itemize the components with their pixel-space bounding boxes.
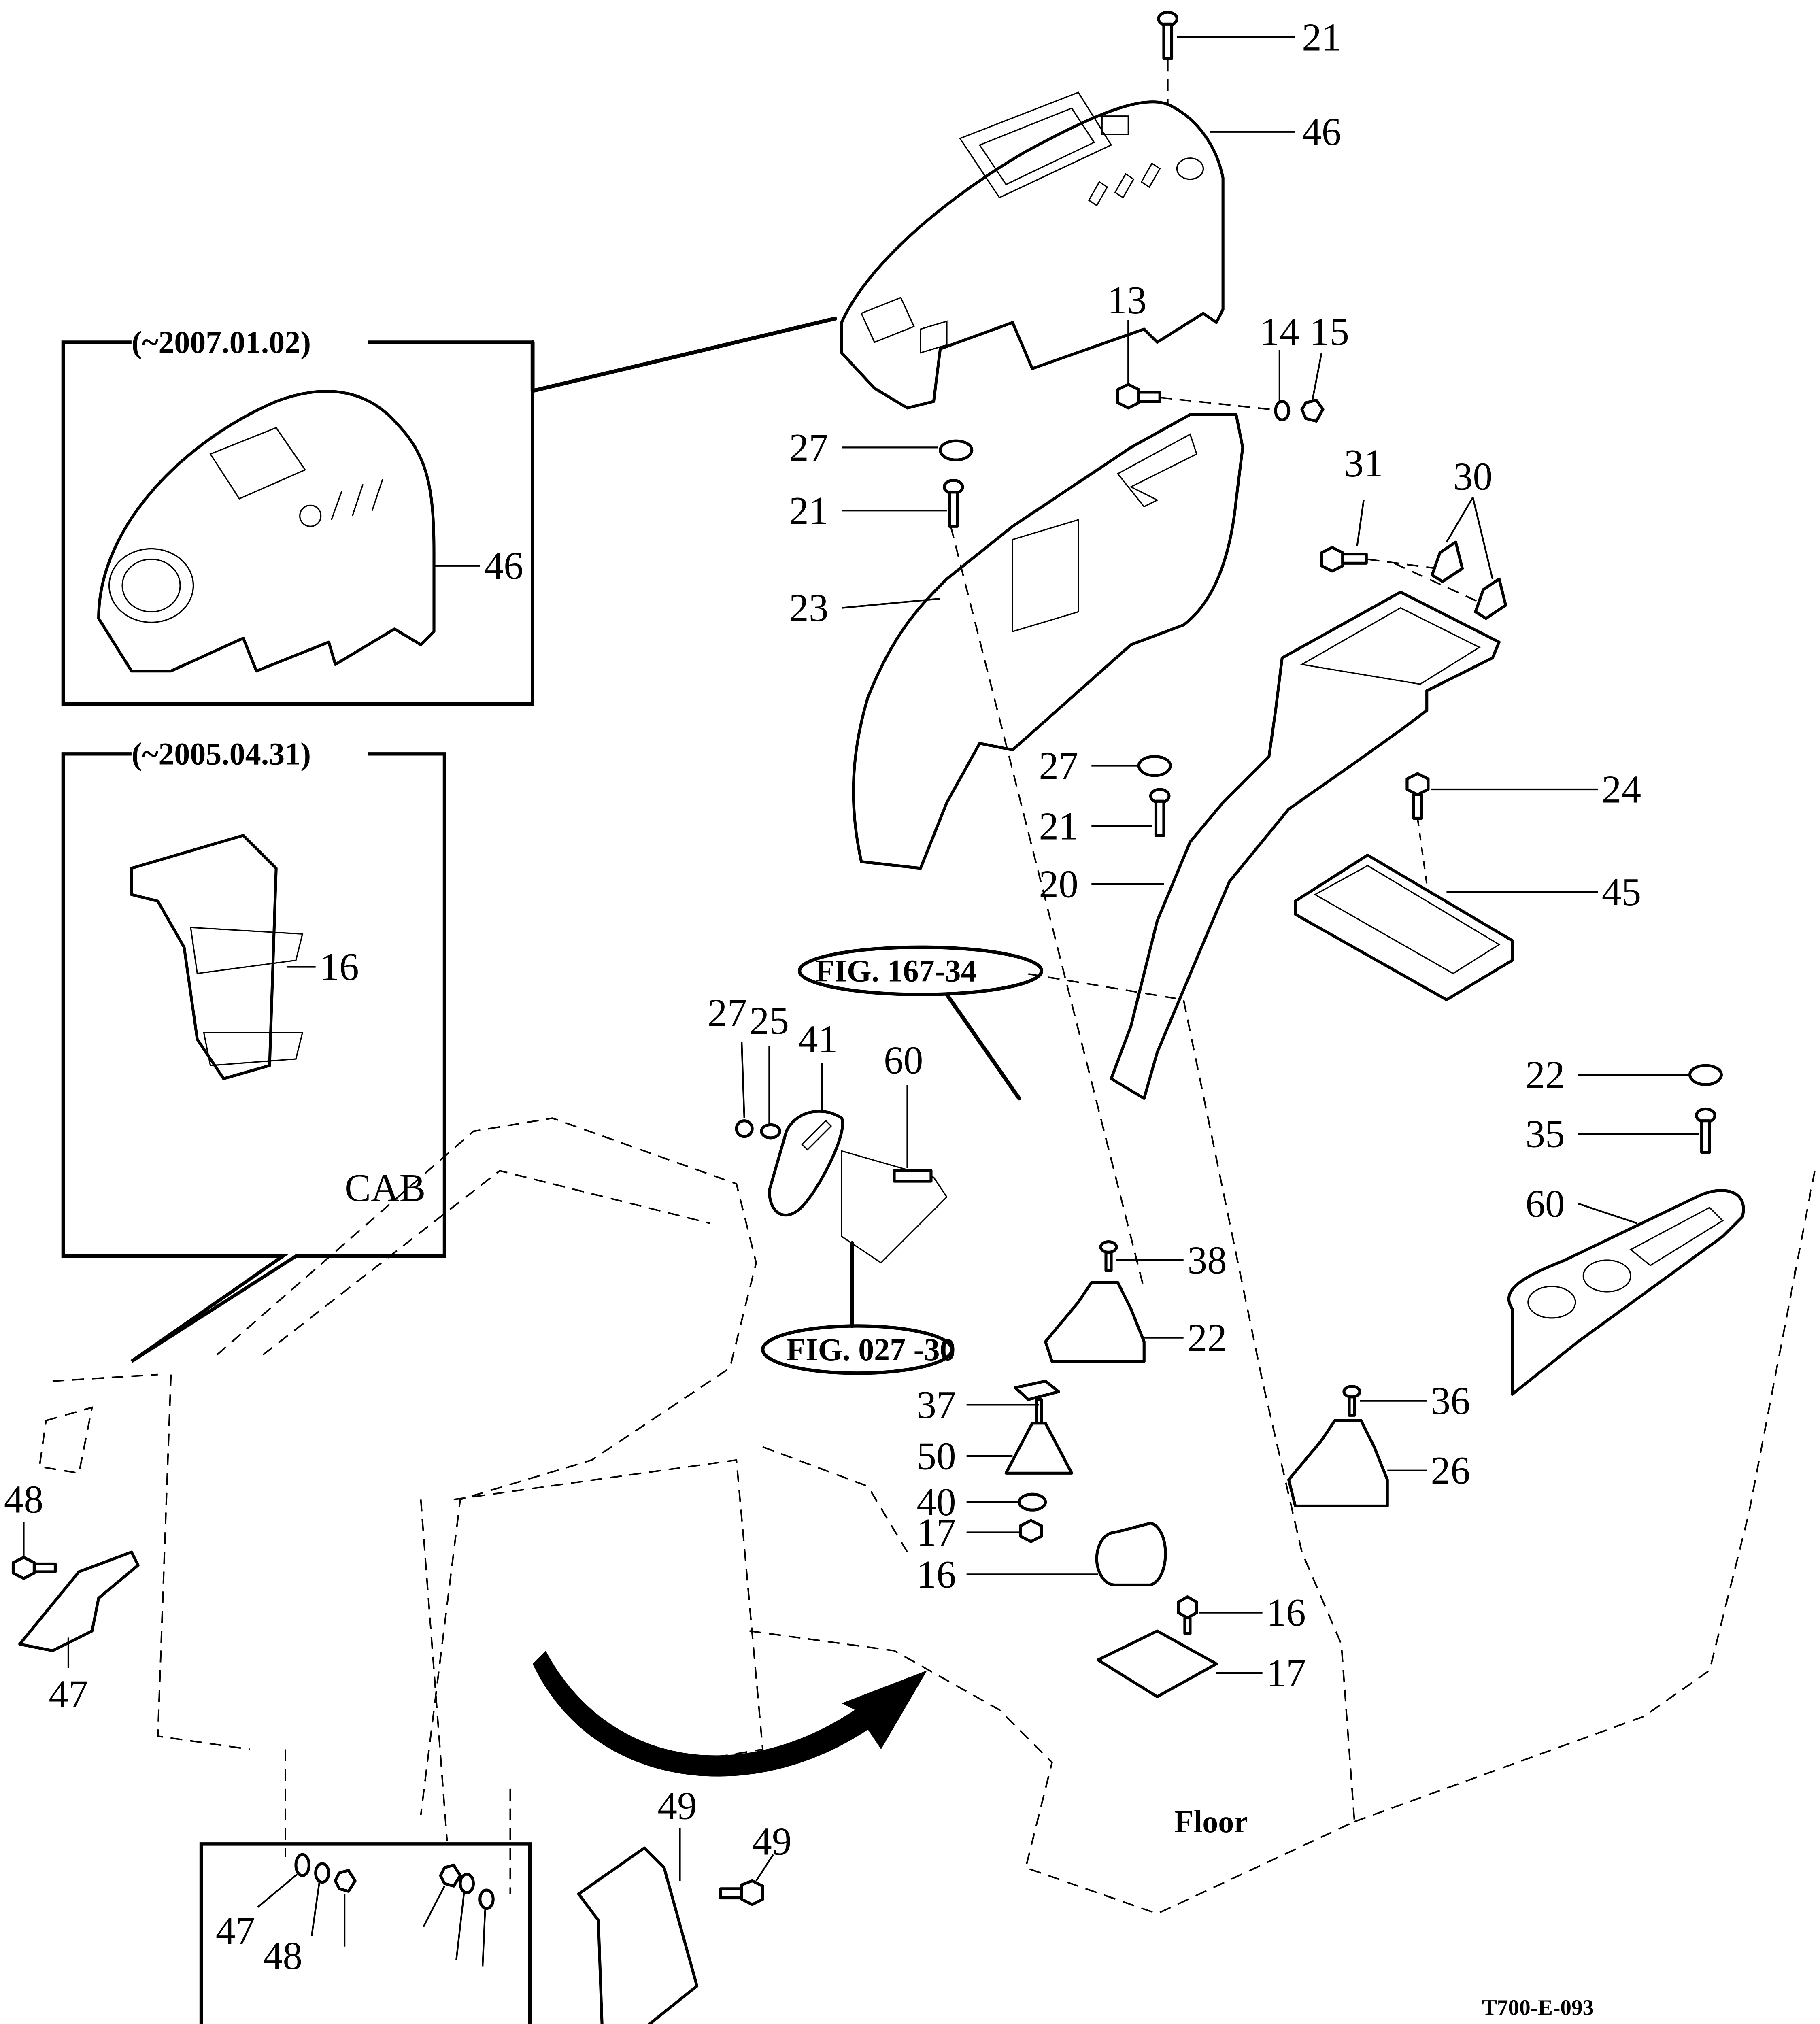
callout-22-a: 22 <box>1187 1316 1227 1360</box>
bolt-26 <box>1177 1595 1198 1635</box>
callout-48-a: 47 <box>216 1909 255 1953</box>
callout-17-left: 48 <box>4 1478 43 1522</box>
callout-17-bottom: 49 <box>752 1820 791 1863</box>
inset-pointer <box>530 317 837 393</box>
callout-21-c: 21 <box>1039 804 1078 848</box>
drawing-code: T700-E-093 <box>1482 1995 1594 2020</box>
callout-27-c: 27 <box>708 991 747 1035</box>
callout-36: 17 <box>916 1511 956 1554</box>
figure-ref-027-30-label[interactable]: FIG. 027 -30 <box>787 1332 956 1367</box>
tray-45 <box>1294 853 1514 1001</box>
callout-24: 24 <box>1602 768 1641 812</box>
bolt-31 <box>1320 546 1368 573</box>
cab-label: CAB <box>344 1166 425 1210</box>
callout-43: 41 <box>798 1018 838 1061</box>
callout-47-a: 48 <box>263 1934 302 1978</box>
callout-38: 50 <box>916 1435 956 1478</box>
callout-19: 25 <box>750 999 789 1043</box>
callout-40: 17 <box>1266 1652 1305 1695</box>
variant-label-2005: (~2005.04.31) <box>132 736 311 771</box>
bracket-30-a <box>1431 540 1464 583</box>
callout-27-d: 22 <box>1525 1053 1565 1097</box>
variant-label-2006: (~2006.10.31) <box>237 2019 416 2024</box>
callout-27-b: 27 <box>1039 744 1078 788</box>
bolt-24 <box>1405 772 1430 820</box>
variant-box-2006: (~2006.10.31) 47 48 <box>199 1749 532 2024</box>
variant-label-2007: (~2007.01.02) <box>132 325 311 359</box>
figure-ref-167-34-label[interactable]: FIG. 167-34 <box>815 953 976 988</box>
nut-36 <box>1019 1519 1043 1543</box>
screw-21-b <box>942 479 964 528</box>
callout-60-a: 38 <box>1187 1238 1227 1282</box>
callout-35: 37 <box>916 1383 956 1427</box>
step-16-bottom <box>577 1846 699 2024</box>
cap-27-d <box>1688 1064 1723 1086</box>
callout-21-top: 21 <box>1302 15 1341 59</box>
callout-16-left: 47 <box>49 1673 88 1716</box>
cap-27-c <box>735 1119 754 1138</box>
cap-27-b <box>1137 755 1172 777</box>
variant-box-2005: (~2005.04.31) 16 <box>61 736 446 1363</box>
bolt-17-bottom <box>719 1879 764 1906</box>
callout-46-top: 46 <box>1302 110 1341 154</box>
callout-31: 31 <box>1344 442 1383 485</box>
boot-22-b <box>1287 1419 1389 1508</box>
bolt-18 <box>893 1169 933 1183</box>
callout-22-b: 26 <box>1431 1449 1470 1492</box>
floor-outline <box>749 972 1816 1915</box>
figure-ref-167-34[interactable]: FIG. 167-34 <box>797 945 1044 997</box>
bolt-17-left <box>11 1556 57 1580</box>
bracket-ref <box>841 1150 948 1264</box>
cover-plate-40 <box>1096 1629 1218 1699</box>
screw-21-top <box>1157 11 1179 60</box>
callout-23: 23 <box>789 586 828 630</box>
bracket-30-b <box>1474 577 1507 620</box>
floor-label: Floor <box>1174 1804 1248 1839</box>
callout-27-a: 27 <box>789 426 828 470</box>
callout-60-b: 36 <box>1431 1379 1470 1423</box>
cab-outline <box>38 1117 764 1842</box>
callout-13: 13 <box>1107 279 1146 322</box>
curved-arrow <box>532 1650 927 1777</box>
callout-37: 40 <box>916 1480 956 1524</box>
washer-37 <box>1018 1492 1047 1512</box>
boot-38 <box>1004 1422 1074 1475</box>
screw-60-a <box>1099 1240 1118 1272</box>
callout-16-inset: 16 <box>319 945 359 989</box>
cap-27-a <box>939 439 974 461</box>
bolt-13 <box>1116 383 1161 410</box>
nut-15 <box>1300 398 1325 423</box>
callout-14: 14 <box>1260 310 1299 354</box>
callout-25: 35 <box>1525 1112 1565 1156</box>
boot-50 <box>1095 1522 1167 1586</box>
washer-19 <box>760 1123 781 1140</box>
step-16-left <box>18 1550 140 1652</box>
callout-15: 15 <box>1310 310 1349 354</box>
callout-50: 16 <box>916 1553 956 1597</box>
washer-14 <box>1274 400 1291 421</box>
callout-45: 45 <box>1602 870 1641 914</box>
screw-60-b <box>1342 1385 1361 1417</box>
callout-41: 60 <box>1525 1182 1565 1226</box>
guide-plate-43 <box>768 1110 844 1217</box>
callout-20: 20 <box>1039 862 1078 906</box>
side-panel-23 <box>852 413 1244 870</box>
figure-ref-027-30[interactable]: FIG. 027 -30 <box>761 1324 956 1375</box>
side-panel-20 <box>1110 591 1501 1100</box>
instrument-cover-46 <box>840 91 1225 410</box>
callout-30: 30 <box>1453 455 1493 498</box>
boot-22-a <box>1044 1281 1146 1363</box>
callout-21-b: 21 <box>789 489 828 533</box>
callout-26: 16 <box>1266 1591 1305 1635</box>
callout-16-bottom: 49 <box>657 1784 697 1828</box>
knob-35 <box>1014 1380 1060 1425</box>
screw-21-c <box>1149 788 1171 837</box>
screw-25 <box>1695 1107 1716 1154</box>
variant-box-2007: (~2007.01.02) 46 <box>61 325 534 706</box>
callout-46-inset: 46 <box>484 544 523 588</box>
console-41 <box>1507 1189 1745 1396</box>
callout-18: 60 <box>884 1039 923 1082</box>
